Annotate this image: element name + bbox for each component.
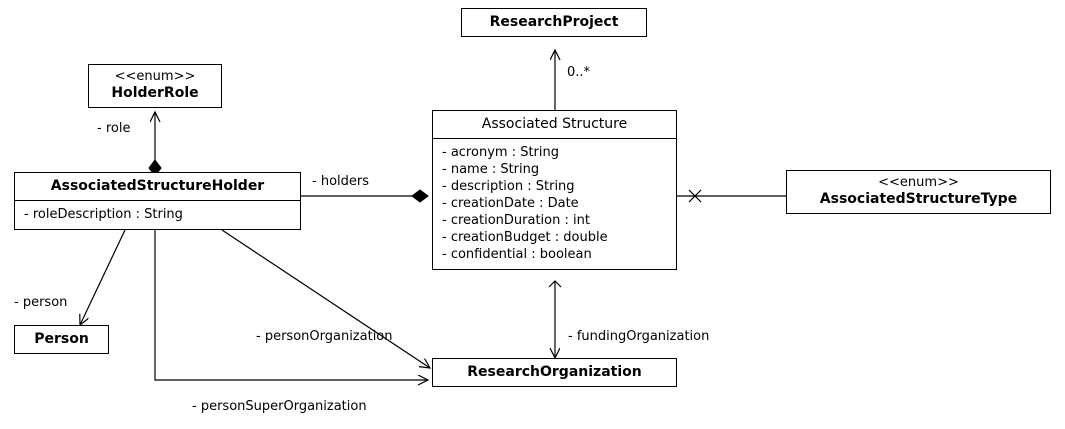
connector-holder-to-organization [221,229,430,368]
edge-label-role: - role [97,121,131,136]
class-title: Person [34,331,89,347]
class-associated-structure-holder[interactable]: AssociatedStructureHolder - roleDescript… [14,172,301,230]
class-title: AssociatedStructureType [819,191,1018,207]
class-stereotype: <<enum>> [878,175,959,190]
attribute: - acronym : String [442,145,559,160]
edge-label-holders: - holders [312,174,369,189]
composition-diamond-holders [411,189,429,203]
attribute: - creationBudget : double [442,230,608,245]
class-attributes: - acronym : String - name : String - des… [433,139,676,269]
class-attributes: - roleDescription : String [15,201,300,229]
edge-label-person: - person [14,295,68,310]
edge-label-funding-organization: - fundingOrganization [568,329,710,344]
class-title: AssociatedStructureHolder [50,178,265,194]
connector-holder-to-super-organization [154,230,428,380]
attribute: - confidential : boolean [442,247,592,262]
attribute: - creationDuration : int [442,213,590,228]
attribute: - creationDate : Date [442,196,579,211]
class-title: HolderRole [111,85,199,101]
class-research-project[interactable]: ResearchProject [461,8,647,37]
edge-label-person-organization: - personOrganization [256,329,393,344]
class-title: Associated Structure [481,116,628,132]
class-title: ResearchOrganization [467,364,642,380]
attribute: - description : String [442,179,575,194]
class-person[interactable]: Person [14,325,109,354]
attribute: - roleDescription : String [24,207,183,222]
class-divider [433,138,676,139]
class-stereotype: <<enum>> [114,69,196,84]
attribute: - name : String [442,162,540,177]
class-title: ResearchProject [489,14,619,30]
connector-cross-2 [688,189,702,203]
edge-label-person-super-organization: - personSuperOrganization [192,399,367,414]
class-divider [15,200,300,201]
class-associated-structure-type[interactable]: <<enum>> AssociatedStructureType [786,170,1051,214]
connector-holder-to-person [80,229,126,325]
class-holder-role[interactable]: <<enum>> HolderRole [88,64,222,108]
class-associated-structure[interactable]: Associated Structure - acronym : String … [432,110,677,270]
connector-funding-arrow-up [548,280,562,288]
class-research-organization[interactable]: ResearchOrganization [432,358,677,387]
edge-label-multiplicity: 0..* [567,65,591,80]
